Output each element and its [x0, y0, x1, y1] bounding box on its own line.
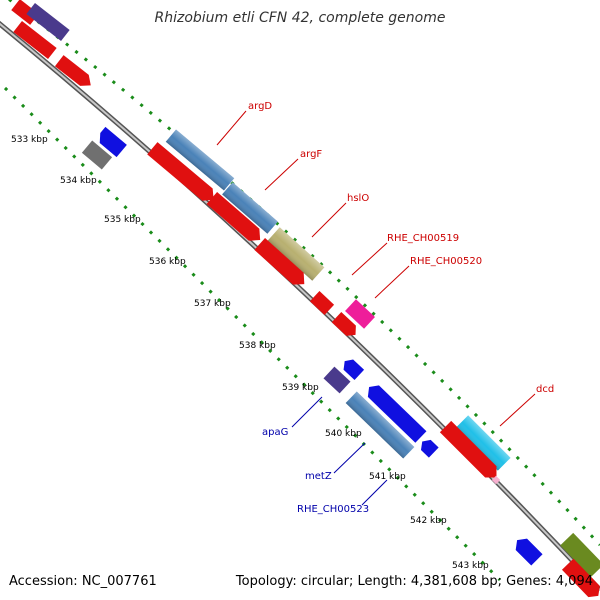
- gene-feature[interactable]: [254, 237, 309, 290]
- topology-label: Topology: circular; Length: 4,381,608 bp…: [235, 574, 593, 589]
- gene-feature[interactable]: [81, 140, 113, 170]
- gene-feature[interactable]: [340, 356, 365, 380]
- tick-label-543: 543 kbp: [452, 561, 489, 571]
- leader-RHE_CH00519: [351, 242, 388, 276]
- gene-feature[interactable]: [54, 55, 95, 91]
- gene-feature[interactable]: [511, 534, 543, 566]
- accession-label: Accession: NC_007761: [9, 574, 157, 589]
- map-title: Rhizobium etli CFN 42, complete genome: [154, 10, 446, 26]
- gene-feature[interactable]: [13, 20, 57, 60]
- gene-feature[interactable]: [439, 420, 502, 483]
- leader-RHE_CH00520: [374, 265, 410, 299]
- gene-feature[interactable]: [560, 532, 600, 578]
- tick-label-535: 535 kbp: [104, 215, 141, 225]
- label-dcd: dcd: [536, 384, 554, 395]
- leader-argF: [264, 158, 299, 191]
- label-hslO: hslO: [347, 193, 369, 204]
- gene-feature[interactable]: [417, 436, 439, 458]
- gene-dcd[interactable]: [455, 415, 511, 471]
- inner-tick-track: [3, 86, 502, 582]
- gene-argF[interactable]: [222, 182, 278, 234]
- gene-feature[interactable]: [561, 558, 600, 600]
- leader-metZ: [333, 442, 366, 474]
- tick-label-534: 534 kbp: [60, 176, 97, 186]
- label-RHE_CH00520: RHE_CH00520: [410, 256, 482, 267]
- label-argD: argD: [248, 101, 272, 112]
- gene-RHE_CH00520[interactable]: [345, 299, 375, 329]
- gene-argD[interactable]: [165, 129, 235, 191]
- tick-label-533: 533 kbp: [11, 135, 48, 145]
- outer-tick-track: [7, 0, 600, 547]
- tick-label-539: 539 kbp: [282, 383, 319, 393]
- tick-label-541: 541 kbp: [369, 472, 406, 482]
- leader-dcd: [499, 393, 536, 427]
- gene-apaG[interactable]: [323, 366, 351, 394]
- label-RHE_CH00523: RHE_CH00523: [297, 504, 369, 515]
- gene-RHE_CH00519[interactable]: [309, 291, 335, 315]
- tick-label-536: 536 kbp: [149, 257, 186, 267]
- leader-hslO: [311, 202, 347, 238]
- gene-metZ[interactable]: [345, 391, 415, 459]
- gene-hslO[interactable]: [267, 227, 325, 281]
- tick-label-540: 540 kbp: [325, 429, 362, 439]
- gene-feature[interactable]: [331, 312, 361, 340]
- label-RHE_CH00519: RHE_CH00519: [387, 233, 459, 244]
- gene-RHE_CH00523[interactable]: [364, 381, 427, 443]
- gene-feature[interactable]: [491, 475, 501, 485]
- label-argF: argF: [300, 149, 322, 160]
- gene-feature[interactable]: [11, 0, 39, 25]
- leader-apaG: [291, 396, 323, 428]
- label-metZ: metZ: [305, 471, 332, 482]
- tick-label-537: 537 kbp: [194, 299, 231, 309]
- gene-feature[interactable]: [26, 2, 70, 42]
- tick-label-538: 538 kbp: [239, 341, 276, 351]
- gene-feature[interactable]: [206, 191, 266, 246]
- tick-label-542: 542 kbp: [410, 516, 447, 526]
- gene-feature[interactable]: [147, 142, 219, 206]
- leader-argD: [216, 110, 247, 146]
- label-apaG: apaG: [262, 427, 288, 438]
- genome-backbone-highlight: [0, 22, 600, 591]
- leader-RHE_CH00523: [361, 479, 388, 506]
- gene-feature[interactable]: [95, 126, 127, 158]
